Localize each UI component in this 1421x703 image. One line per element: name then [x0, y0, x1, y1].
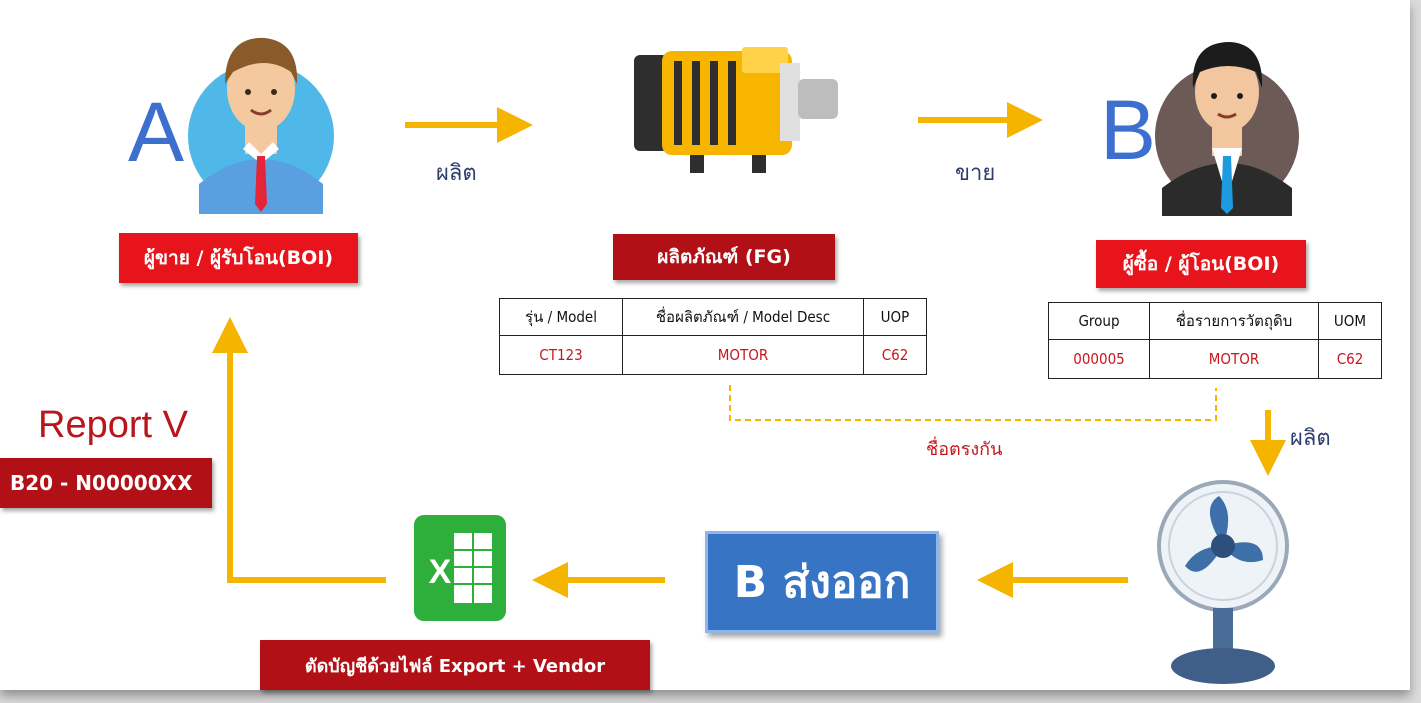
svg-text:X: X — [429, 553, 452, 591]
rm-cell-desc: MOTOR — [1149, 339, 1319, 379]
rm-header-desc: ชื่อรายการวัตถุดิบ — [1149, 302, 1319, 340]
diagram-canvas: A ผู้ขาย / ผู้รับโอน(BOI) ผลิต ผลิตภัณฑ์… — [0, 0, 1410, 690]
seller-avatar-icon — [188, 37, 334, 214]
export-label: B ส่งออก — [705, 531, 939, 633]
report-title: Report V — [38, 404, 188, 446]
fg-table-row: CT123 MOTOR C62 — [499, 335, 927, 375]
report-code: B20 - N00000XX — [0, 458, 212, 508]
arrow-excel-to-a — [212, 317, 386, 583]
fg-table: รุ่น / Model ชื่อผลิตภัณฑ์ / Model Desc … — [499, 298, 927, 375]
buyer-label: ผู้ซื้อ / ผู้โอน(BOI) — [1096, 240, 1306, 288]
produce-label: ผลิต — [436, 161, 477, 186]
buyer-letter: B — [1100, 83, 1157, 177]
fg-cell-model: CT123 — [499, 335, 623, 375]
fg-header-uop: UOP — [863, 298, 927, 336]
rm-table-header: Group ชื่อรายการวัตถุดิบ UOM — [1048, 302, 1382, 340]
buyer-avatar-icon — [1155, 42, 1299, 216]
produce-label-2: ผลิต — [1290, 426, 1331, 451]
rm-cell-uom: C62 — [1318, 339, 1382, 379]
rm-table-row: 000005 MOTOR C62 — [1048, 339, 1382, 379]
excel-label: ตัดบัญชีด้วยไฟล์ Export + Vendor — [260, 640, 650, 690]
fg-cell-desc: MOTOR — [622, 335, 864, 375]
sell-label: ขาย — [955, 161, 996, 186]
match-connector — [729, 385, 1217, 421]
rm-header-uom: UOM — [1318, 302, 1382, 340]
motor-icon — [634, 47, 838, 173]
fg-header-model: รุ่น / Model — [499, 298, 623, 336]
match-label: ชื่อตรงกัน — [926, 439, 1003, 460]
fg-header-desc: ชื่อผลิตภัณฑ์ / Model Desc — [622, 298, 864, 336]
excel-icon: X — [414, 515, 506, 621]
rm-table: Group ชื่อรายการวัตถุดิบ UOM 000005 MOTO… — [1048, 302, 1382, 379]
fg-cell-uop: C62 — [863, 335, 927, 375]
rm-header-group: Group — [1048, 302, 1150, 340]
fan-icon — [1157, 480, 1289, 684]
product-label: ผลิตภัณฑ์ (FG) — [613, 234, 835, 280]
flow-arrows — [212, 102, 1286, 598]
seller-letter: A — [128, 85, 185, 179]
rm-cell-group: 000005 — [1048, 339, 1150, 379]
seller-label: ผู้ขาย / ผู้รับโอน(BOI) — [119, 233, 358, 283]
fg-table-header: รุ่น / Model ชื่อผลิตภัณฑ์ / Model Desc … — [499, 298, 927, 336]
